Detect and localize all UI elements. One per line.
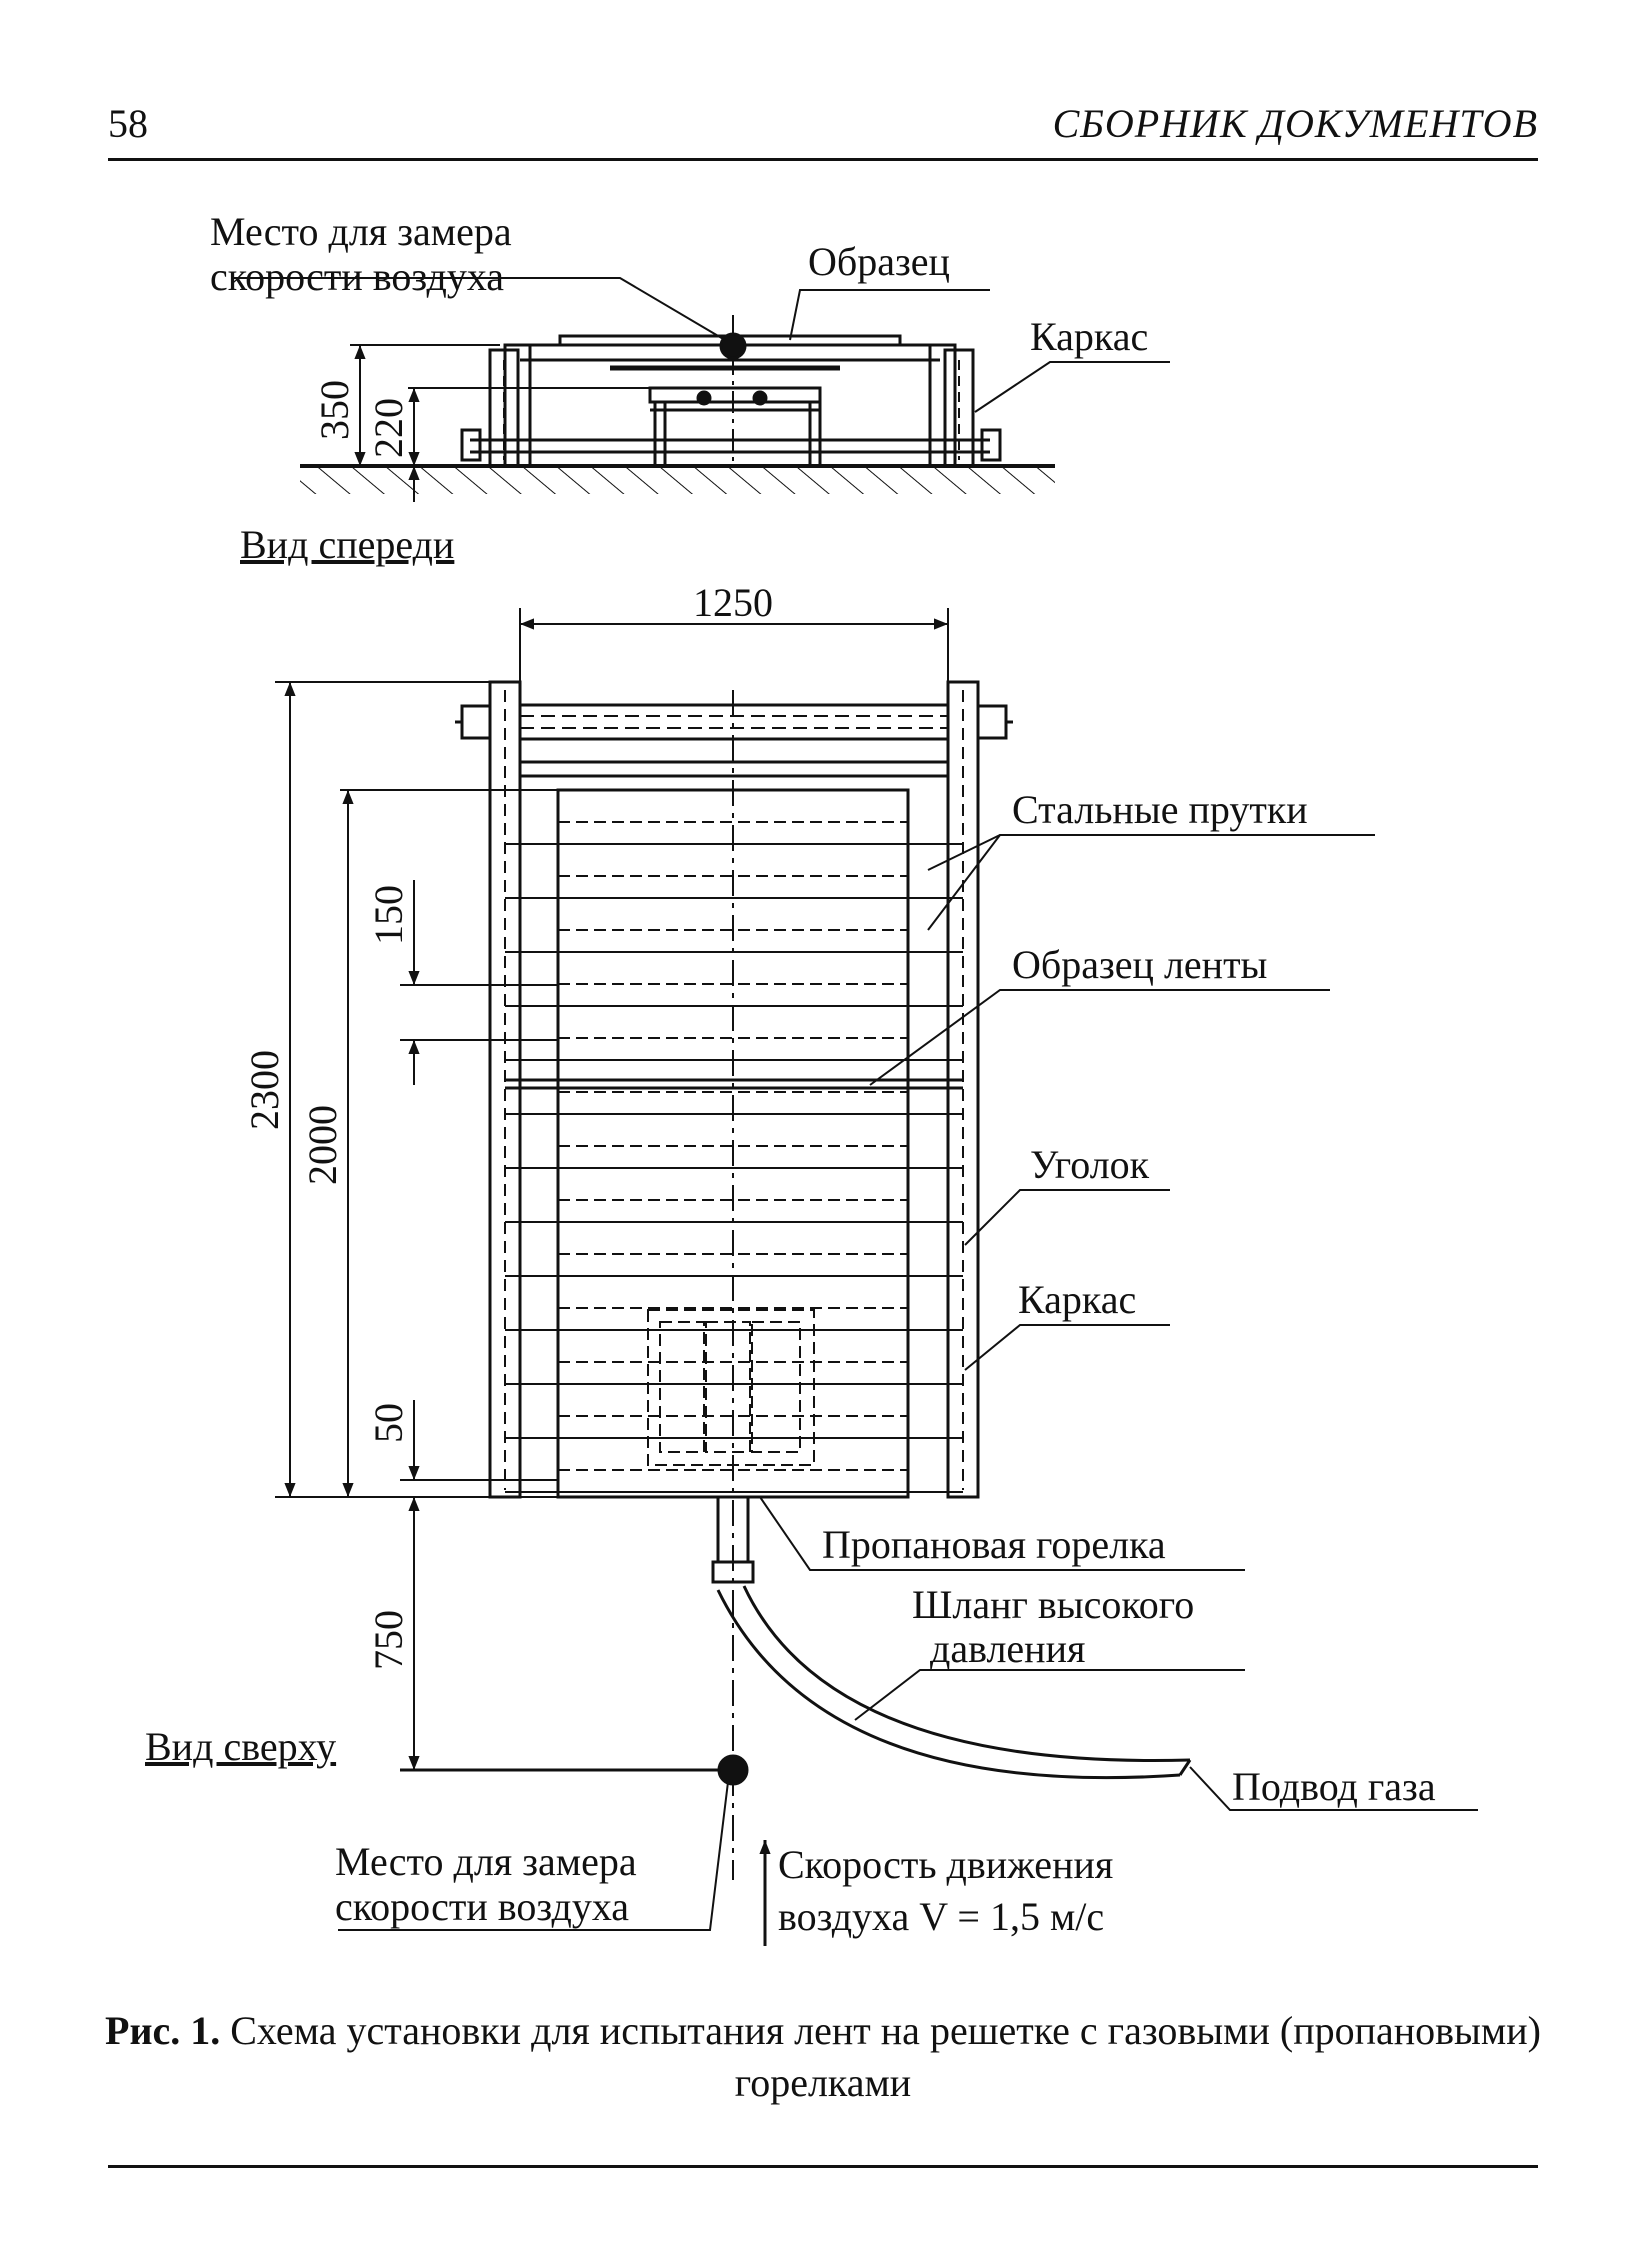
high-pressure-hose: [716, 1589, 1181, 1780]
front-frame-label: Каркас: [1030, 314, 1148, 359]
hose-label-1: Шланг высокого: [912, 1582, 1194, 1627]
front-measure-leader: [232, 277, 726, 341]
rods-leader-a: [927, 834, 1375, 931]
burner-leader: [759, 1496, 1245, 1571]
front-bolt-right: [980, 428, 1002, 462]
figure-caption: Рис. 1. Схема установки для испытания ле…: [100, 2005, 1546, 2109]
dim-350-label: 350: [312, 380, 357, 440]
frame-label: Каркас: [1018, 1277, 1136, 1322]
burner-label: Пропановая горелка: [822, 1522, 1166, 1567]
gas-leader: [1189, 1766, 1478, 1811]
gas-label: Подвод газа: [1232, 1764, 1436, 1809]
dim-1250-label: 1250: [693, 580, 773, 625]
dim-2300-label: 2300: [242, 1050, 287, 1130]
hose-leader: [854, 1669, 1245, 1721]
angle-label: Уголок: [1030, 1142, 1150, 1187]
figure-number: Рис. 1.: [105, 2008, 221, 2053]
top-measure-leader: [338, 1781, 729, 1931]
top-measure-label-1: Место для замера: [335, 1839, 637, 1884]
front-bolt-left: [460, 428, 482, 462]
dim-150-label: 150: [366, 885, 411, 945]
top-view-name: Вид сверху: [145, 1724, 336, 1769]
top-view: [275, 608, 1478, 1946]
ground-hatch: [300, 468, 1055, 494]
top-bolt-left: [460, 704, 492, 740]
dim-50-label: 50: [366, 1403, 411, 1443]
top-bolt-right: [976, 704, 1008, 740]
top-measure-point: [717, 1754, 749, 1786]
rods-label: Стальные прутки: [1012, 787, 1308, 832]
hose-label-2: давления: [930, 1626, 1085, 1671]
footer-rule: [108, 2165, 1538, 2168]
front-measure-label-1: Место для замера: [210, 209, 512, 254]
angle-leader: [964, 1189, 1170, 1246]
header-rule: [108, 158, 1538, 161]
front-sample-leader: [789, 289, 990, 341]
front-measure-point: [719, 332, 747, 360]
page-number: 58: [108, 101, 148, 146]
front-frame-leader: [974, 361, 1170, 413]
tape-label: Образец ленты: [1012, 942, 1267, 987]
rods-leader-b: [927, 834, 1001, 871]
burner-nozzle: [711, 1560, 755, 1584]
dim-220-label: 220: [366, 398, 411, 458]
front-view-text: Место для замера скорости воздуха Образе…: [210, 209, 1148, 567]
frame-leader: [964, 1324, 1170, 1371]
dim-2000-label: 2000: [300, 1105, 345, 1185]
top-measure-label-2: скорости воздуха: [335, 1884, 629, 1929]
dim-750-label: 750: [366, 1610, 411, 1670]
tape-leader: [869, 989, 1330, 1086]
airflow-label-1: Скорость движения: [778, 1842, 1113, 1887]
airflow-label-2: воздуха V = 1,5 м/с: [778, 1894, 1104, 1939]
figure-caption-text: Схема установки для испытания лент на ре…: [220, 2008, 1541, 2105]
running-header-title: СБОРНИК ДОКУМЕНТОВ: [1052, 101, 1538, 146]
front-sample-label: Образец: [808, 239, 950, 284]
burner-box: [647, 1309, 815, 1466]
front-view-name: Вид спереди: [240, 522, 454, 567]
top-view-text: 1250 2300 2000 150 50 750 Стальные прутк…: [145, 580, 1436, 1939]
front-measure-label-2: скорости воздуха: [210, 254, 504, 299]
front-view: [232, 277, 1170, 502]
front-right-post: [943, 348, 975, 468]
